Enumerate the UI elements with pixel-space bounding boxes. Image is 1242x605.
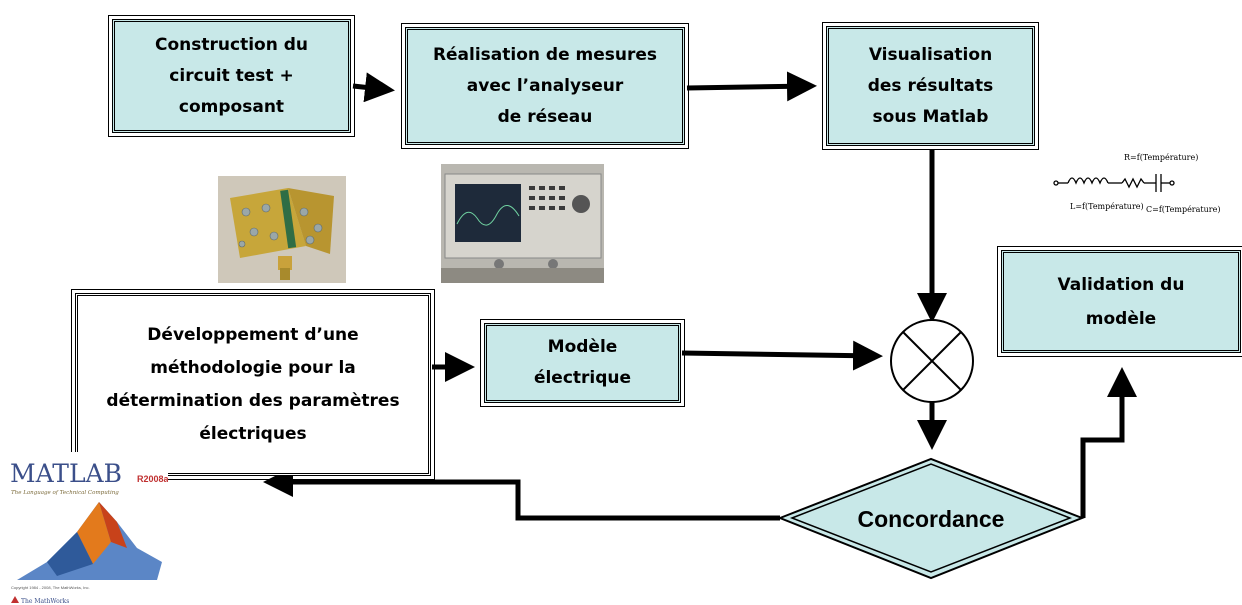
box-mesures-line: Réalisation de mesures bbox=[432, 44, 658, 65]
box-methodologie: Développement d’une méthodologie pour la… bbox=[71, 289, 435, 480]
matlab-copyright: Copyright 1984 - 2008, The MathWorks, In… bbox=[11, 585, 90, 590]
box-mesures-line: de réseau bbox=[497, 106, 593, 127]
box-visualisation-line: des résultats bbox=[867, 75, 994, 96]
box-construction-line: circuit test + bbox=[169, 65, 294, 86]
box-construction: Construction du circuit test + composant bbox=[108, 15, 355, 137]
l-label: L=f(Température) bbox=[1070, 202, 1144, 211]
box-methodologie-line: méthodologie pour la bbox=[150, 357, 356, 378]
box-visualisation: Visualisation des résultats sous Matlab bbox=[822, 22, 1039, 150]
box-mesures: Réalisation de mesures avec l’analyseur … bbox=[401, 23, 689, 149]
arrow-concordance-to-validation bbox=[1080, 367, 1137, 518]
r-label: R=f(Température) bbox=[1124, 153, 1198, 162]
circuit-board-photo bbox=[218, 176, 346, 283]
arrow-mesures-to-visualisation bbox=[686, 71, 817, 102]
box-validation-line: modèle bbox=[1085, 308, 1157, 329]
box-modele-line: Modèle bbox=[547, 337, 618, 357]
box-validation-line: Validation du bbox=[1057, 274, 1185, 295]
matlab-splash-image: MATLAB R2008a The Language of Technical … bbox=[7, 452, 168, 605]
matlab-tagline: The Language of Technical Computing bbox=[11, 490, 119, 496]
comparator-symbol bbox=[890, 319, 974, 403]
rlc-circuit-schematic bbox=[1053, 174, 1175, 192]
arrow-construction-to-mesures bbox=[352, 72, 395, 103]
matlab-version: R2008a bbox=[137, 474, 168, 484]
arrow-concordance-to-methodologie bbox=[263, 467, 780, 521]
mathworks-icon bbox=[11, 596, 19, 603]
box-methodologie-line: électriques bbox=[199, 423, 307, 444]
matlab-logo-text: MATLAB bbox=[10, 459, 122, 488]
box-modele-electrique: Modèle électrique bbox=[480, 319, 685, 407]
box-methodologie-line: détermination des paramètres bbox=[106, 390, 400, 411]
box-visualisation-line: Visualisation bbox=[868, 44, 993, 65]
c-label: C=f(Température) bbox=[1146, 205, 1220, 214]
arrow-modele-to-comparator bbox=[681, 340, 883, 371]
box-construction-line: Construction du bbox=[155, 34, 308, 55]
concordance-label: Concordance bbox=[858, 506, 1005, 532]
network-analyzer-photo bbox=[441, 164, 604, 283]
box-construction-line: composant bbox=[178, 96, 285, 117]
box-modele-line: électrique bbox=[533, 368, 632, 388]
mathworks-label: The MathWorks bbox=[21, 598, 69, 605]
box-mesures-line: avec l’analyseur bbox=[466, 75, 624, 96]
concordance-diamond bbox=[777, 457, 1085, 580]
box-validation: Validation du modèle bbox=[997, 246, 1242, 357]
box-visualisation-line: sous Matlab bbox=[872, 106, 989, 127]
box-methodologie-line: Développement d’une bbox=[147, 324, 359, 345]
